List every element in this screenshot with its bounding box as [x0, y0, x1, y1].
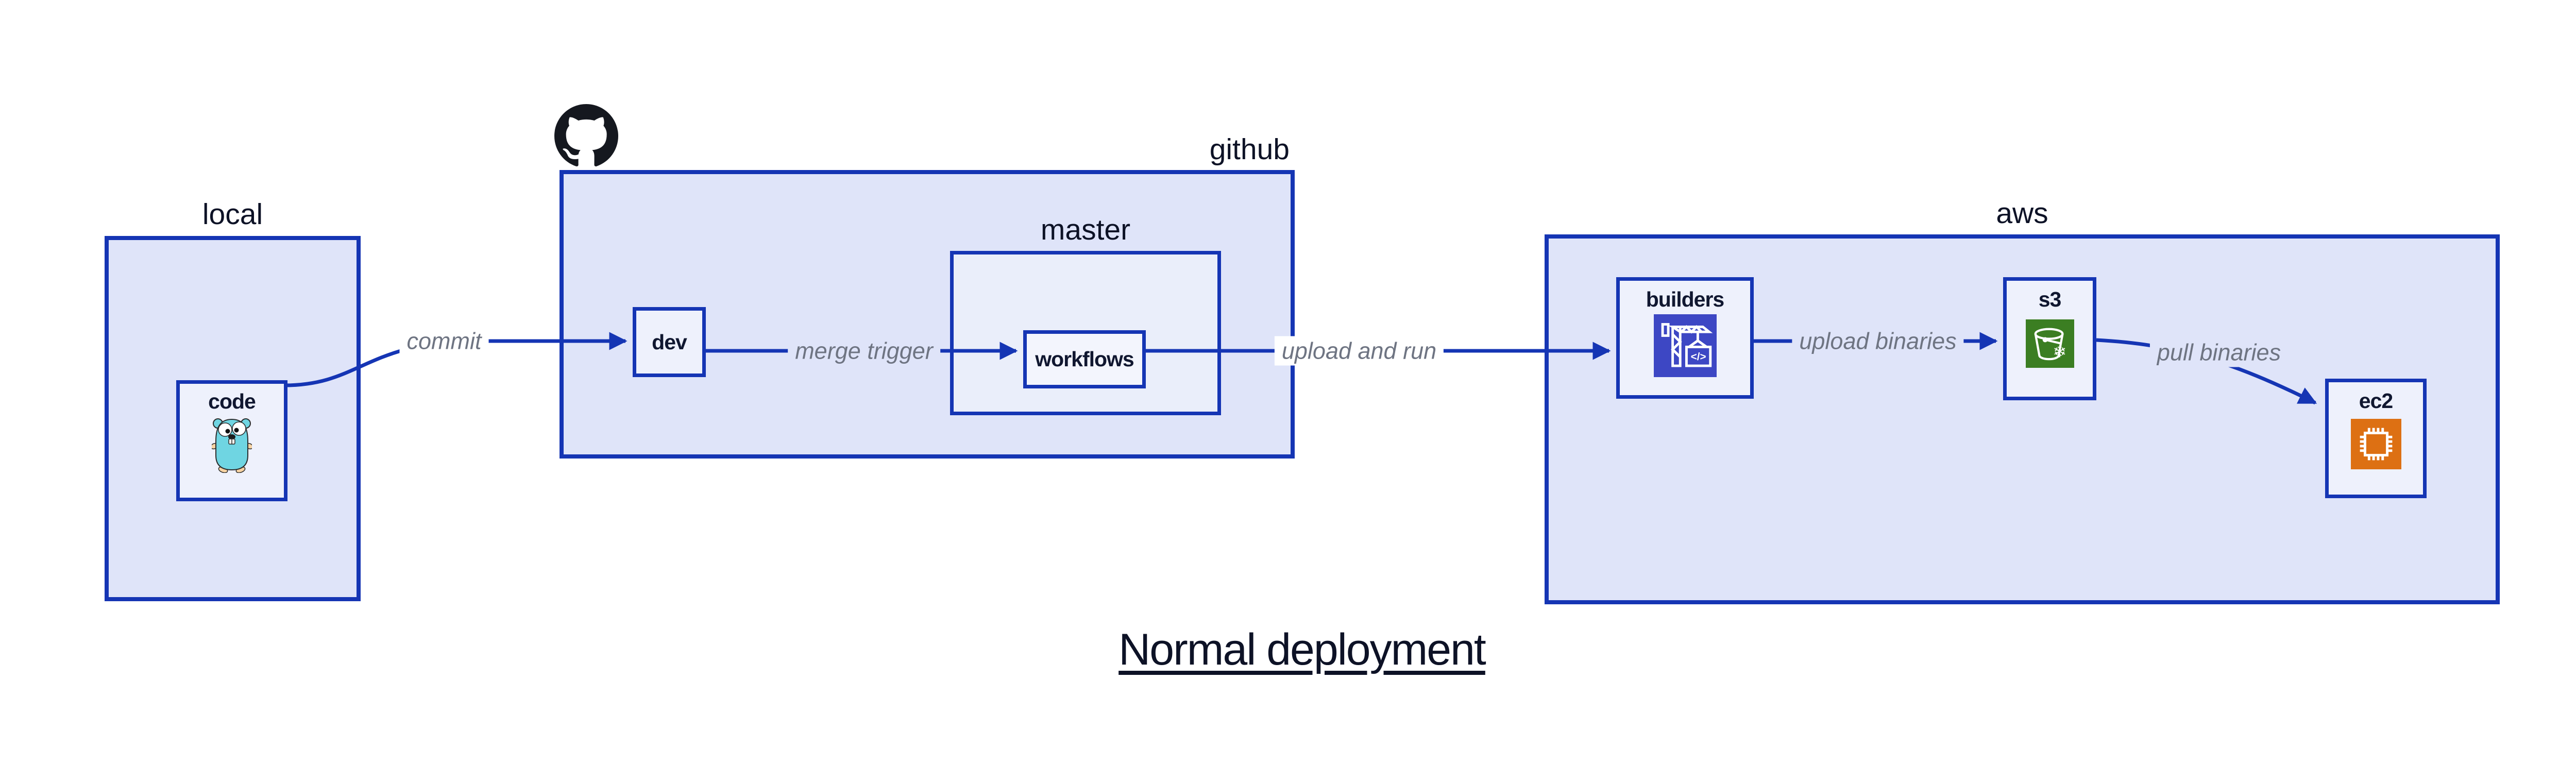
ec2-chip-icon — [2350, 419, 2401, 469]
edge-upload-and-run-label: upload and run — [1274, 336, 1444, 366]
region-aws-label: aws — [1996, 197, 2048, 230]
region-master-label: master — [1040, 213, 1131, 246]
s3-glacier-bucket-icon: ❄ — [2025, 319, 2074, 368]
node-code: code — [176, 380, 287, 501]
svg-text:❄: ❄ — [2053, 342, 2066, 361]
node-ec2-label: ec2 — [2359, 389, 2393, 413]
diagram-title: Normal deployment — [1118, 625, 1486, 674]
node-dev-label: dev — [652, 330, 687, 354]
node-s3: s3 ❄ — [2003, 277, 2096, 400]
codebuild-crane-icon: </> — [1653, 314, 1717, 377]
edge-merge-trigger-label: merge trigger — [788, 336, 940, 366]
node-s3-label: s3 — [2038, 287, 2062, 311]
node-ec2: ec2 — [2325, 379, 2427, 498]
github-logo-icon — [554, 104, 618, 166]
edge-commit-label: commit — [399, 326, 489, 356]
region-local-label: local — [202, 198, 263, 231]
svg-text:</>: </> — [1690, 351, 1706, 363]
edge-pull-binaries-label: pull binaries — [2149, 337, 2289, 367]
node-dev: dev — [633, 307, 706, 377]
edge-upload-binaries-label: upload binaries — [1792, 326, 1964, 356]
region-github-label: github — [1209, 133, 1290, 166]
node-workflows-label: workflows — [1035, 347, 1134, 371]
go-gopher-icon — [212, 418, 252, 473]
node-workflows: workflows — [1023, 330, 1146, 388]
node-code-label: code — [208, 389, 256, 413]
node-builders-label: builders — [1646, 287, 1724, 311]
node-builders: builders </> — [1616, 277, 1754, 399]
